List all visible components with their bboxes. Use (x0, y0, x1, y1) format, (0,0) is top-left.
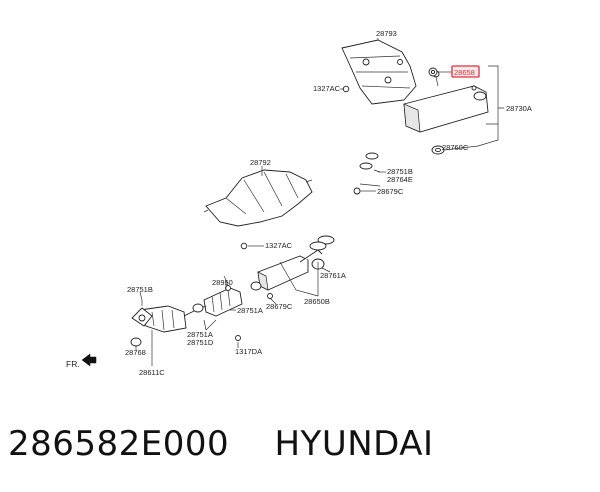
exhaust-parts-diagram: 28793 1327AC 28658 28730A 28760C 28751B … (66, 29, 532, 377)
center-muffler (257, 249, 323, 291)
part-number: 286582E000 (8, 424, 230, 464)
fr-arrow-icon (81, 353, 97, 367)
leader-lines (135, 38, 504, 366)
gaskets-and-hangers (130, 67, 445, 347)
heat-shield-upper (341, 39, 417, 105)
callout-1327ac-top: 1327AC (313, 84, 341, 93)
main-muffler (403, 70, 489, 133)
callout-1327ac-mid: 1327AC (265, 241, 293, 250)
callout-28760c: 28760C (442, 143, 469, 152)
callout-labels: 28793 1327AC 28658 28730A 28760C 28751B … (125, 29, 532, 377)
callout-28751d: 28751D (187, 338, 214, 347)
callout-28950: 28950 (212, 278, 233, 287)
callout-28768: 28768 (125, 348, 146, 357)
brand-name: HYUNDAI (274, 424, 434, 464)
caption: 286582E000 HYUNDAI (8, 424, 598, 484)
callout-28650b: 28650B (304, 297, 330, 306)
callout-28611c: 28611C (139, 368, 165, 377)
fr-label: FR. (66, 359, 80, 369)
highlight-box-28658 (451, 65, 480, 78)
callout-28730a: 28730A (506, 104, 532, 113)
front-direction-indicator: FR. (66, 353, 97, 369)
callout-1317da: 1317DA (235, 347, 262, 356)
catalytic-converter (203, 275, 243, 317)
heat-shield-lower (203, 169, 313, 227)
callout-28792: 28792 (250, 158, 271, 167)
callout-28658: 28658 (454, 68, 475, 77)
callout-28761a: 28761A (320, 271, 346, 280)
callout-28751a-mid: 28751A (237, 306, 263, 315)
callout-28751b-left: 28751B (127, 285, 153, 294)
callout-28764e: 28764E (387, 175, 413, 184)
callout-28751a-low: 28751A (187, 330, 213, 339)
callout-28793: 28793 (376, 29, 397, 38)
callout-28679c-right: 28679C (377, 187, 404, 196)
exhaust-pipe (261, 117, 405, 269)
callout-28679c-mid: 28679C (266, 302, 293, 311)
callout-28751b-right: 28751B (387, 167, 413, 176)
